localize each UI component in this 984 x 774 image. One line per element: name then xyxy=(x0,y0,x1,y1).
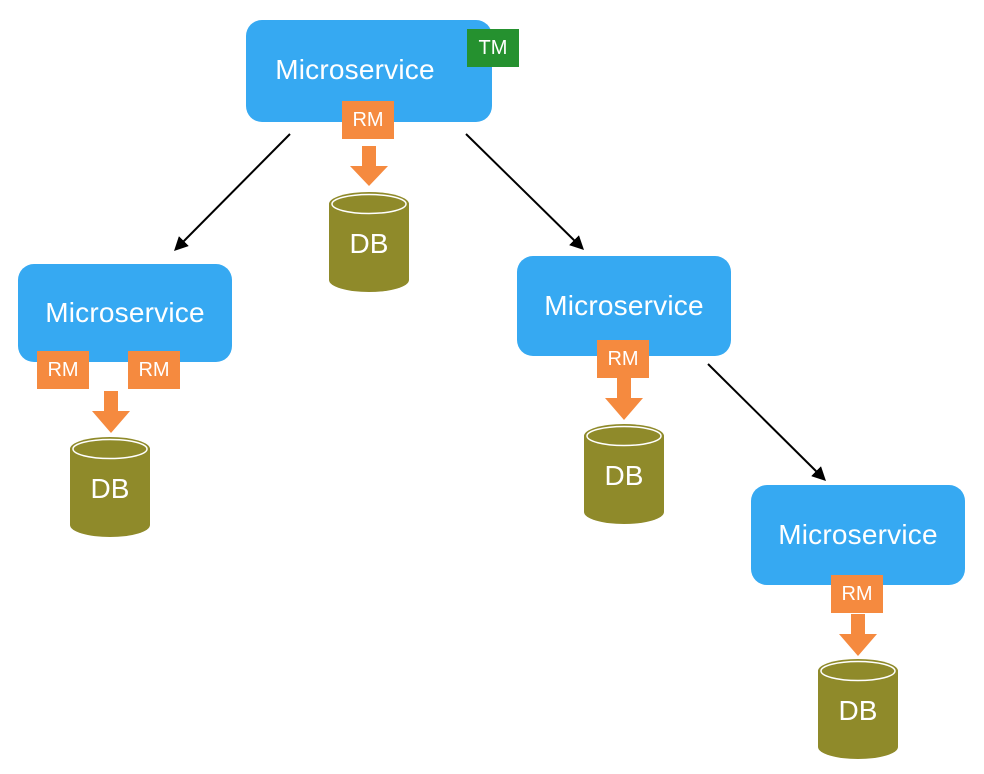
rm-middle: RM xyxy=(597,340,649,378)
db-middle-label: DB xyxy=(604,460,644,491)
microservice-middle: Microservice xyxy=(517,256,731,356)
microservice-middle-label: Microservice xyxy=(544,290,704,321)
db-left-label: DB xyxy=(90,473,130,504)
rm-db-arrow-middle xyxy=(605,378,643,420)
rm-db-arrow-root xyxy=(350,146,388,186)
db-cylinder-icon xyxy=(818,659,898,759)
rm-bottom: RM xyxy=(831,575,883,613)
tm-badge: TM xyxy=(467,29,519,67)
microservice-bottom-label: Microservice xyxy=(778,519,938,550)
db-cylinder-icon xyxy=(584,424,664,524)
rm-db-arrow-bottom xyxy=(839,614,877,656)
db-middle: DB xyxy=(584,424,664,524)
db-bottom-label: DB xyxy=(838,695,878,726)
db-cylinder-icon xyxy=(70,437,150,537)
rm-db-arrow-left xyxy=(92,391,130,433)
edge-root-to-left xyxy=(174,133,291,251)
rm-left-a: RM xyxy=(37,351,89,389)
db-root: DB xyxy=(329,192,409,292)
edge-root-to-middle xyxy=(465,133,584,250)
db-bottom: DB xyxy=(818,659,898,759)
db-cylinder-icon xyxy=(329,192,409,292)
rm-left-b: RM xyxy=(128,351,180,389)
edge-middle-to-bottom xyxy=(707,363,826,481)
microservice-left: Microservice xyxy=(18,264,232,362)
rm-root: RM xyxy=(342,101,394,139)
microservice-root-label: Microservice xyxy=(275,54,435,85)
microservice-bottom: Microservice xyxy=(751,485,965,585)
db-left: DB xyxy=(70,437,150,537)
db-root-label: DB xyxy=(349,228,389,259)
microservice-left-label: Microservice xyxy=(45,297,205,328)
